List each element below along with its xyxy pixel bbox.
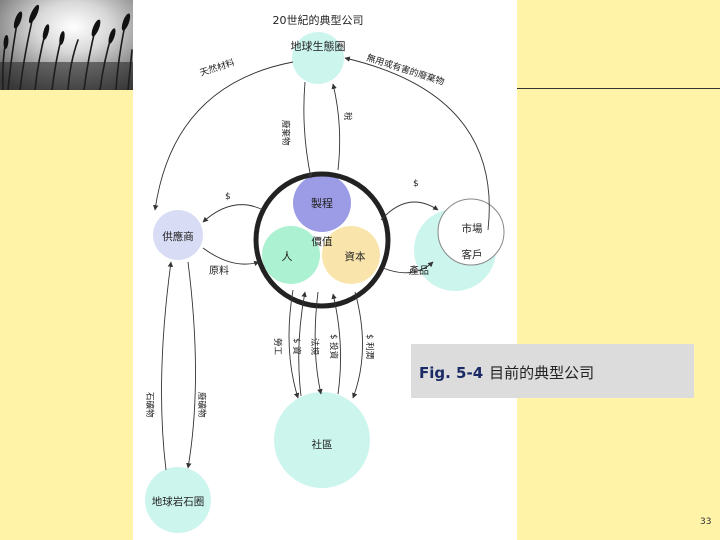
dollar-right-label: $ (413, 179, 419, 189)
value-ring (253, 171, 391, 309)
capital-label: 資本 (345, 250, 366, 263)
dollar-right-arrow (380, 201, 439, 221)
products-arrow (382, 261, 434, 274)
supplier-label: 供應商 (162, 230, 194, 243)
raw-materials-arrow (202, 247, 260, 267)
people-circle (262, 226, 320, 284)
people-label: 人 (282, 250, 293, 263)
regulation-arrow (314, 291, 323, 395)
investment-arrow (331, 293, 342, 395)
community-circle (274, 392, 370, 488)
raw-materials-label: 原料 (209, 264, 229, 277)
supplier-circle (153, 210, 203, 260)
company-flow-diagram: 20世紀的典型公司 地球生態圈 供應商 市場 客戶 製程 價值 人 資本 社區 … (144, 13, 505, 533)
vertical-flow-4: $ 利潤 (364, 334, 375, 359)
emissions-arrow (303, 81, 313, 179)
dollar-left-arrow (202, 204, 264, 223)
dollar-left-label: $ (225, 192, 231, 202)
lithosphere-circle (145, 467, 211, 533)
figure-caption: Fig. 5-4 目前的典型公司 (419, 362, 594, 383)
page-number: 33 (700, 517, 712, 527)
emissions-label: 廢棄物 (280, 120, 291, 146)
vertical-flow-0: 勞工 (272, 338, 283, 356)
profit-arrow (352, 291, 363, 399)
waste-label: 無用或有害的廢棄物 (365, 51, 446, 87)
taxes-label: 稅 (342, 112, 353, 121)
taxes-arrow (331, 83, 341, 171)
capital-circle (322, 226, 380, 284)
caption-box (411, 344, 694, 398)
natural-materials-arrow (153, 61, 294, 211)
market-label: 市場 (462, 222, 483, 235)
process-label: 製程 (311, 196, 333, 210)
value-label: 價值 (312, 235, 333, 248)
waste-minerals-label: 廢礦物 (196, 392, 207, 418)
vertical-flow-2: 法規 (309, 338, 320, 356)
header-rule (517, 88, 720, 89)
figure-number: Fig. 5-4 (419, 364, 484, 382)
products-label: 產品 (409, 264, 429, 277)
diagram-title: 20世紀的典型公司 (273, 13, 364, 27)
ecosystem-label: 地球生態圈 (291, 39, 346, 53)
wages-arrow (298, 291, 307, 397)
waste-minerals-arrow (186, 261, 196, 469)
ecosystem-circle (292, 32, 344, 84)
vertical-flow-1: $ 資 (291, 338, 302, 355)
labor-arrow (288, 289, 300, 399)
customer-label: 客戶 (462, 248, 483, 261)
minerals-label: 石礦物 (144, 392, 155, 418)
waste-arrow (344, 56, 490, 231)
minerals-arrow (161, 261, 174, 471)
lithosphere-label: 地球岩石圈 (152, 495, 205, 508)
process-circle (293, 174, 351, 232)
natural-materials-label: 天然材料 (198, 56, 236, 79)
community-label: 社區 (312, 438, 333, 451)
market-circle (437, 198, 505, 266)
figure-caption-text: 目前的典型公司 (489, 364, 595, 382)
wheat-field-photo (0, 0, 133, 90)
vertical-flow-3: $ 投資 (328, 334, 339, 359)
